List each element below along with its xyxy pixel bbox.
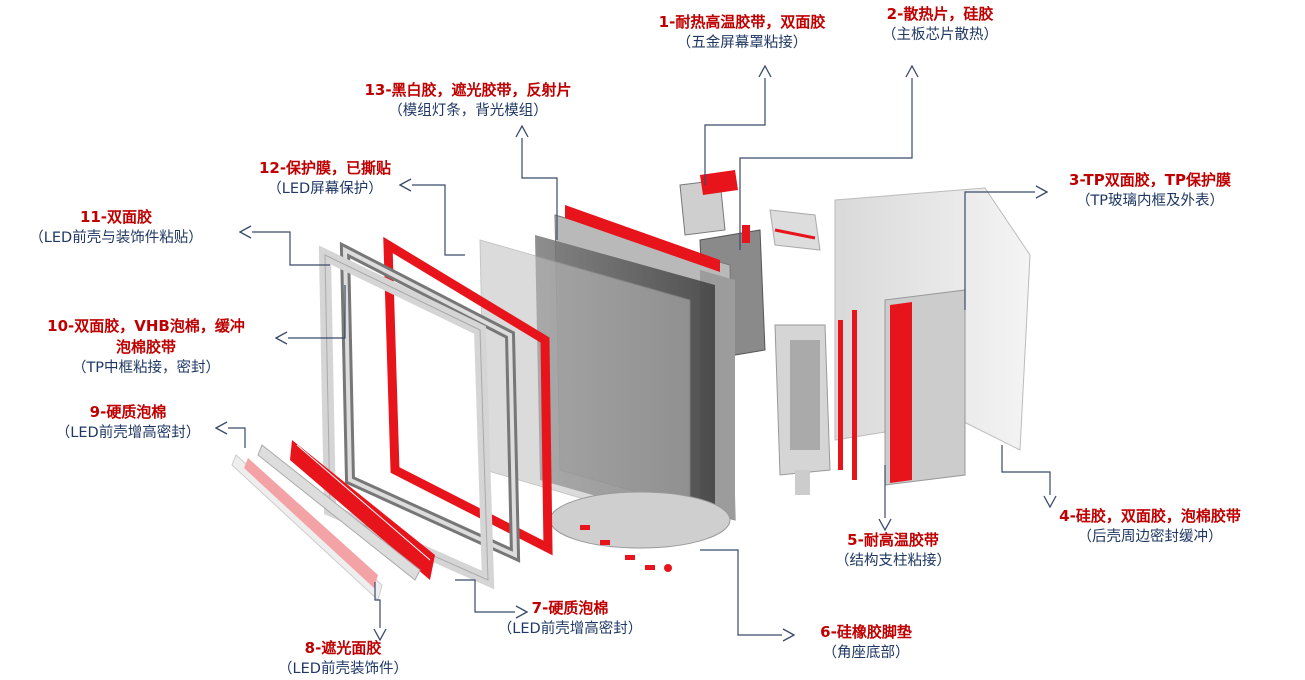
- label-sub: （五金屏幕罩粘接）: [676, 35, 808, 51]
- label-sub: （TP中框粘接，密封）: [71, 360, 221, 376]
- label-title: 4-硅胶，双面胶，泡棉胶带: [1059, 507, 1241, 525]
- leader-6: [700, 549, 782, 635]
- label-title: 2-散热片，硅胶: [886, 5, 994, 23]
- label-12: 12-保护膜，已撕贴 （LED屏幕保护）: [259, 158, 391, 200]
- label-title: 10-双面胶，VHB泡棉，缓冲: [47, 317, 245, 335]
- leader-9: [228, 428, 246, 448]
- label-sub: （主板芯片散热）: [882, 27, 998, 43]
- label-7: 7-硬质泡棉 （LED前壳增高密封）: [498, 598, 642, 640]
- label-title: 1-耐热高温胶带，双面胶: [658, 13, 826, 31]
- leader-4: [1001, 445, 1050, 495]
- label-title: 12-保护膜，已撕贴: [258, 159, 392, 177]
- leader-3: [964, 192, 1035, 310]
- label-sub: （TP玻璃内框及外表）: [1075, 193, 1225, 209]
- tp-middle-frame: [339, 241, 521, 563]
- leader-11: [252, 232, 330, 266]
- label-8: 8-遮光面胶 （LED前壳装饰件）: [278, 638, 408, 680]
- leader-10: [288, 285, 346, 338]
- label-3: 3-TP双面胶，TP保护膜 （TP玻璃内框及外表）: [1069, 170, 1231, 212]
- label-6: 6-硅橡胶脚垫 （角座底部）: [820, 622, 912, 664]
- front-shell: [318, 245, 495, 590]
- label-sub: （LED前壳增高密封）: [497, 621, 643, 637]
- stand: [549, 491, 731, 549]
- label-13: 13-黑白胶，遮光胶带，反射片 （模组灯条，背光模组）: [364, 80, 571, 122]
- support-brackets: [769, 209, 831, 495]
- label-10: 10-双面胶，VHB泡棉，缓冲泡棉胶带 （TP中框粘接，密封）: [47, 316, 245, 379]
- label-1: 1-耐热高温胶带，双面胶 （五金屏幕罩粘接）: [659, 12, 826, 54]
- label-title: 7-硬质泡棉: [531, 599, 609, 617]
- front-decor-strips: [231, 440, 435, 601]
- label-sub: （LED屏幕保护）: [267, 181, 383, 197]
- leader-8: [375, 582, 380, 628]
- label-sub: （角座底部）: [822, 645, 910, 661]
- label-title: 6-硅橡胶脚垫: [820, 623, 912, 641]
- label-title: 13-黑白胶，遮光胶带，反射片: [364, 81, 572, 99]
- label-title-line2: 泡棉胶带: [115, 338, 177, 356]
- label-sub: （模组灯条，背光模组）: [388, 103, 548, 119]
- label-4: 4-硅胶，双面胶，泡棉胶带 （后壳周边密封缓冲）: [1059, 506, 1241, 548]
- label-sub: （LED前壳与装饰件粘贴）: [29, 230, 203, 246]
- leader-13: [522, 138, 558, 240]
- label-sub: （LED前壳装饰件）: [278, 661, 408, 677]
- label-title: 8-遮光面胶: [304, 639, 382, 657]
- label-title: 9-硬质泡棉: [89, 403, 167, 421]
- label-title: 3-TP双面胶，TP保护膜: [1069, 171, 1231, 189]
- leader-1: [704, 78, 765, 185]
- label-2: 2-散热片，硅胶 （主板芯片散热）: [882, 4, 998, 46]
- label-9: 9-硬质泡棉 （LED前壳增高密封）: [56, 402, 200, 444]
- label-title: 11-双面胶: [79, 208, 153, 226]
- label-sub: （LED前壳增高密封）: [55, 425, 201, 441]
- label-sub: （结构支柱粘接）: [835, 553, 951, 569]
- back-shell: [834, 187, 1031, 486]
- leader-12: [412, 185, 465, 256]
- label-title: 5-耐高温胶带: [847, 531, 939, 549]
- leader-2: [739, 78, 912, 250]
- label-5: 5-耐高温胶带 （结构支柱粘接）: [835, 530, 951, 572]
- label-11: 11-双面胶 （LED前壳与装饰件粘贴）: [29, 207, 202, 249]
- tp-frame-tape: [383, 236, 553, 556]
- label-sub: （后壳周边密封缓冲）: [1077, 529, 1223, 545]
- rubber-feet: [580, 525, 672, 572]
- leader-lines: [228, 78, 1050, 635]
- leader-7: [455, 579, 515, 612]
